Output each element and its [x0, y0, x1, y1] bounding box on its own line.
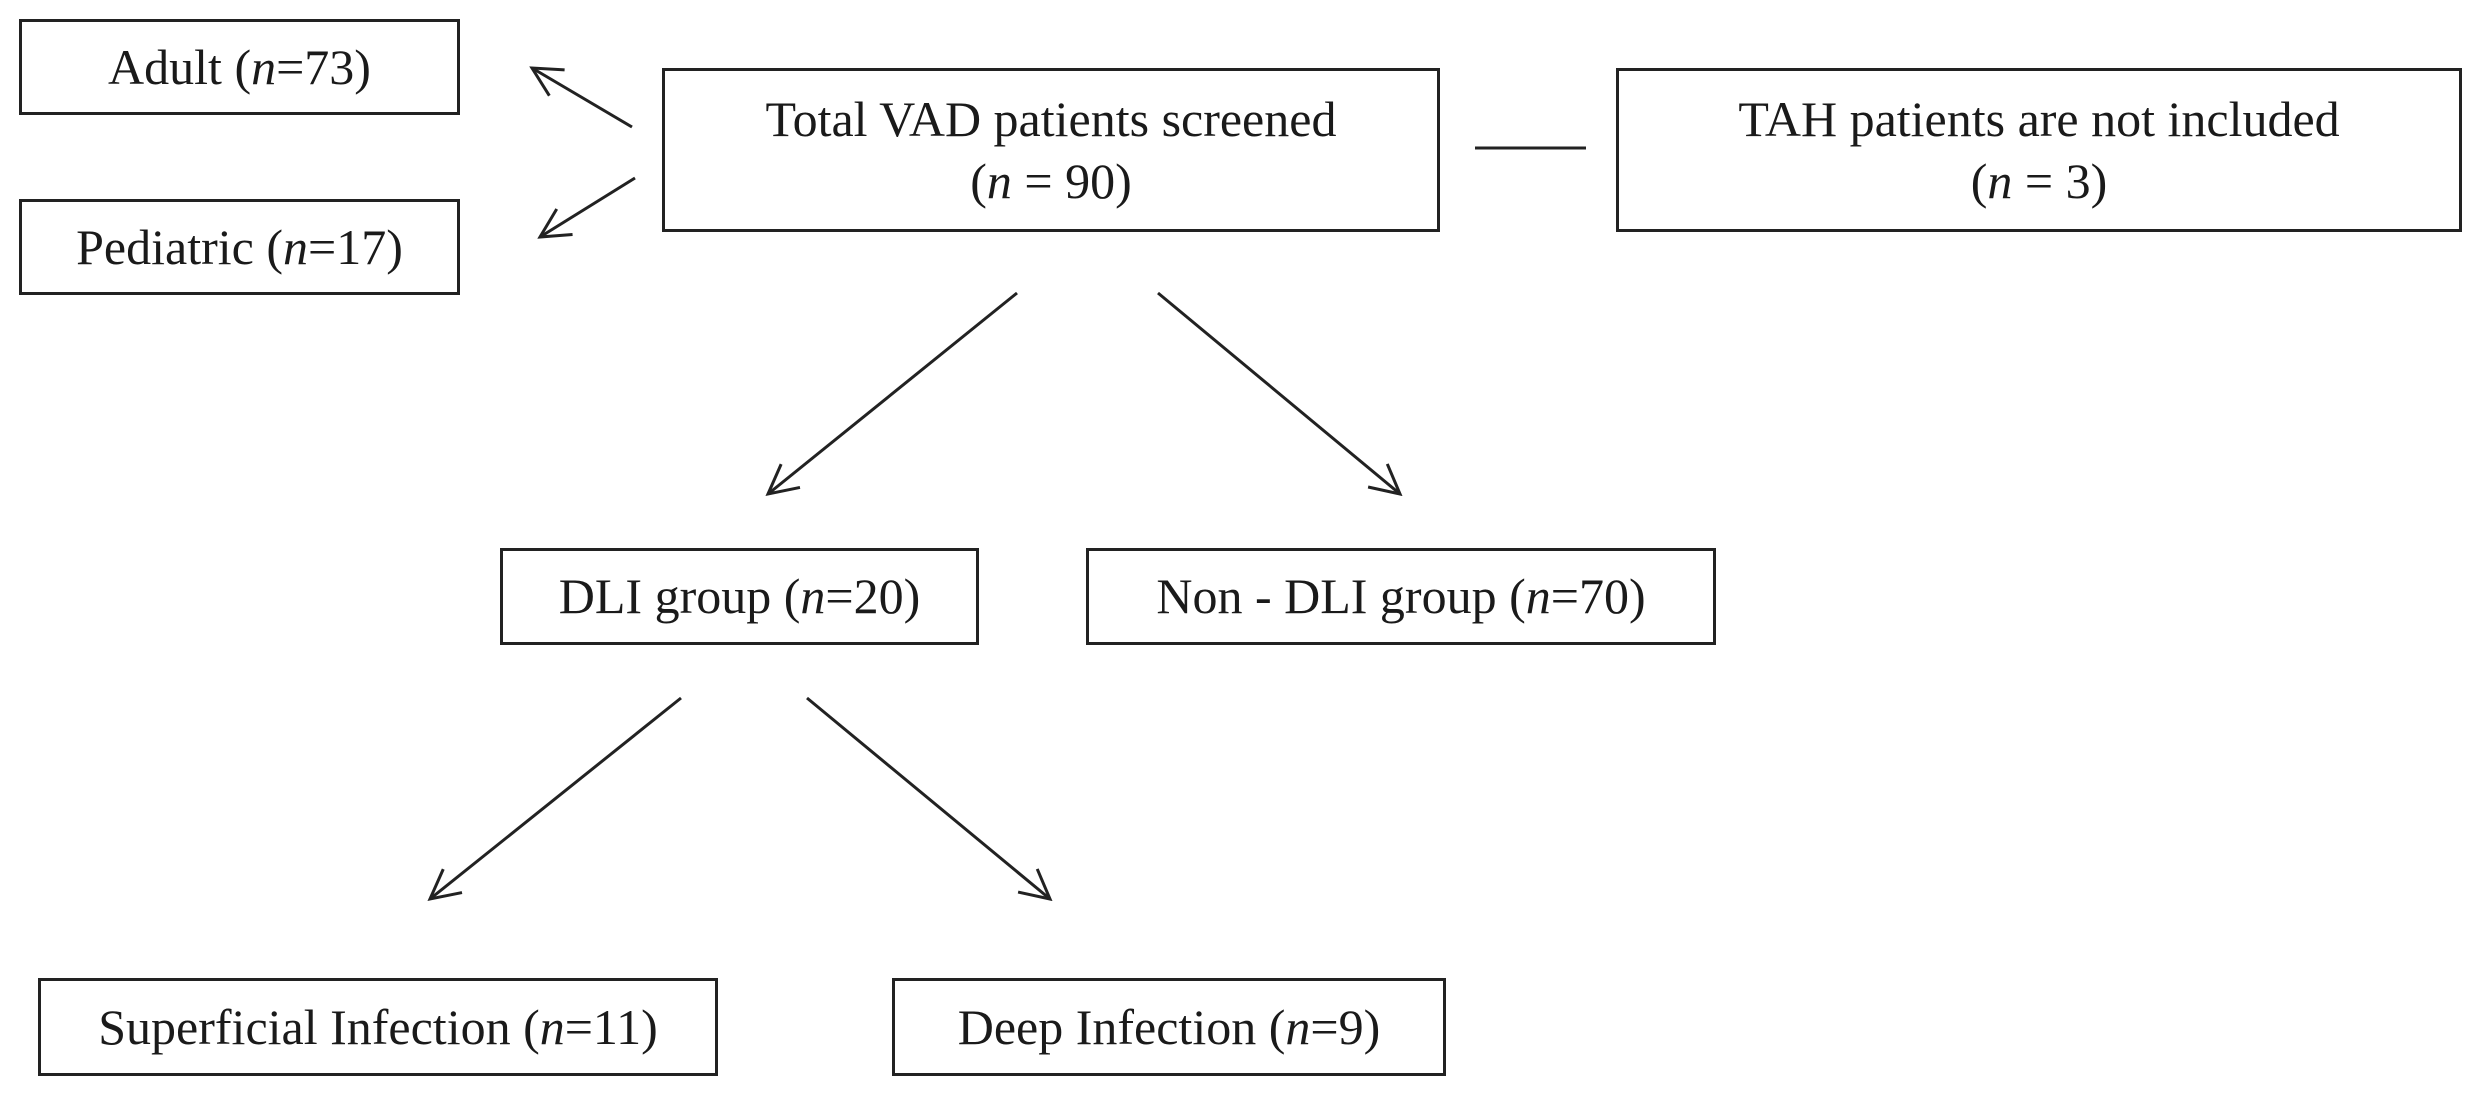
- adult-box: Adult (n=73): [19, 19, 460, 115]
- n-symbol: n: [283, 218, 308, 275]
- non-dli-label: Non - DLI group (n=70): [1156, 568, 1646, 625]
- n-symbol: n: [1525, 568, 1551, 625]
- n-symbol: n: [986, 153, 1012, 209]
- total-count: (n = 90): [970, 153, 1132, 209]
- dli-label: DLI group (n=20): [558, 568, 921, 625]
- n-symbol: n: [539, 998, 565, 1055]
- arrow-dli-to-deep: [806, 696, 1050, 899]
- n-symbol: n: [800, 568, 826, 625]
- deep-label: Deep Infection (n=9): [957, 998, 1381, 1055]
- total-title: Total VAD patients screened: [765, 90, 1337, 147]
- arrow-total-to-pediatric: [540, 176, 636, 237]
- arrow-dli-to-superficial: [430, 696, 682, 899]
- n-symbol: n: [251, 38, 277, 95]
- tah-excluded-box: TAH patients are not included (n = 3): [1616, 68, 2462, 232]
- deep-infection-box: Deep Infection (n=9): [892, 978, 1446, 1076]
- adult-label: Adult (n=73): [108, 38, 371, 95]
- n-symbol: n: [1987, 153, 2013, 209]
- arrow-total-to-dli: [768, 291, 1018, 494]
- pediatric-label: Pediatric (n=17): [76, 218, 403, 275]
- dli-group-box: DLI group (n=20): [500, 548, 979, 645]
- total-screened-box: Total VAD patients screened (n = 90): [662, 68, 1440, 232]
- tah-count: (n = 3): [1970, 153, 2108, 209]
- non-dli-group-box: Non - DLI group (n=70): [1086, 548, 1716, 645]
- arrow-total-to-adult: [532, 68, 633, 129]
- superficial-label: Superficial Infection (n=11): [98, 998, 658, 1055]
- n-symbol: n: [1285, 998, 1311, 1055]
- superficial-infection-box: Superficial Infection (n=11): [38, 978, 718, 1076]
- tah-title: TAH patients are not included: [1738, 90, 2340, 147]
- pediatric-box: Pediatric (n=17): [19, 199, 460, 295]
- arrow-total-to-non-dli: [1157, 291, 1400, 494]
